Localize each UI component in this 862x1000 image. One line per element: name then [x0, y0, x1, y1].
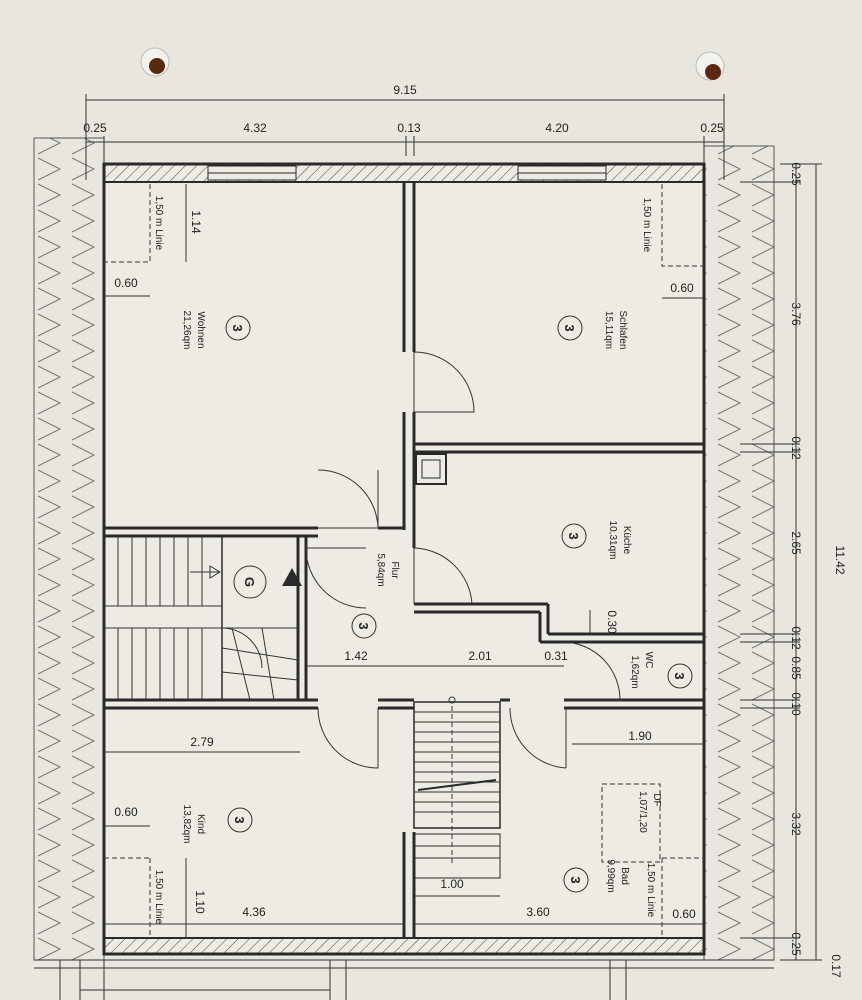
interior-walls — [104, 182, 704, 938]
roof-window-label: DF — [651, 793, 662, 806]
dim-kueche-off: 0.30 — [605, 610, 619, 634]
dim-flur-1: 1.42 — [344, 649, 368, 663]
dim-right-8: 0.25 — [789, 932, 803, 956]
dim-right-7: 3.32 — [789, 812, 803, 836]
dim-top-mid-wall: 0.13 — [397, 121, 421, 135]
dim-right-4: 0.12 — [789, 626, 803, 650]
roof-window-size: 1,07/1,20 — [637, 791, 648, 833]
dim-top-left-room: 4.32 — [243, 121, 267, 135]
dim-top-right-margin: 0.25 — [700, 121, 724, 135]
marker-wc: 3 — [672, 672, 687, 679]
schlafen-area: 15,11qm — [603, 311, 614, 349]
kind-name: Kind — [195, 814, 206, 834]
roof-window-box — [601, 783, 661, 863]
flur-name: Flur — [389, 561, 400, 579]
bottom-partial-plan — [34, 959, 774, 1000]
dim-wohnen-off: 0.60 — [114, 276, 138, 290]
chimney — [415, 453, 447, 485]
bad-name: Bad — [619, 867, 630, 885]
roof-slope-left — [33, 137, 105, 961]
dim-right-2: 0.12 — [789, 436, 803, 460]
dim-bottom-left: 4.36 — [242, 905, 266, 919]
wohnen-name: Wohnen — [195, 311, 206, 348]
staircase-left — [103, 535, 299, 701]
dim-right-1: 3.76 — [789, 302, 803, 326]
marker-kind: 3 — [232, 816, 247, 823]
wc-area: 1,62qm — [629, 655, 640, 688]
dim-right-9: 0.17 — [829, 954, 843, 978]
kind-line-label: 1,50 m Linie — [153, 870, 164, 925]
dim-bad-w: 1.90 — [628, 729, 652, 743]
dim-right-0: 0.25 — [789, 162, 803, 186]
dim-flur-2: 2.01 — [468, 649, 492, 663]
dim-top-left-margin: 0.25 — [83, 121, 107, 135]
wohnen-area: 21,26qm — [181, 311, 192, 350]
bad-line-label: 1,50 m Linie — [645, 863, 656, 918]
flur-area: 5,84qm — [375, 553, 386, 586]
wc-name: WC — [643, 652, 654, 669]
dim-bottom-right: 3.60 — [526, 905, 550, 919]
dim-top-right-room: 4.20 — [545, 121, 569, 135]
schlafen-name: Schlafen — [617, 311, 628, 350]
marker-flur: 3 — [356, 622, 371, 629]
bad-area: 9,99qm — [605, 859, 616, 892]
marker-stair: G — [242, 577, 257, 587]
dim-right-6: 0.10 — [789, 692, 803, 716]
dim-right-total: 11.42 — [833, 545, 847, 574]
doors — [305, 351, 621, 769]
kueche-area: 10,31qm — [607, 521, 618, 560]
dim-kind-h: 1.10 — [193, 890, 207, 914]
dim-top-total: 9.15 — [393, 83, 417, 97]
clearance-lines — [104, 184, 704, 938]
kueche-name: Küche — [621, 526, 632, 555]
dimension-lines — [85, 94, 822, 961]
schlafen-line-label: 1,50 m Linie — [641, 198, 652, 253]
dim-schlafen-off: 0.60 — [670, 281, 694, 295]
marker-kueche: 3 — [566, 532, 581, 539]
dim-bad-off: 0.60 — [672, 907, 696, 921]
wohnen-line-label: 1,50 m Linie — [153, 196, 164, 251]
marker-schlafen: 3 — [562, 324, 577, 331]
roof-slope-right — [703, 145, 775, 961]
staircase-center — [413, 696, 501, 879]
dim-right-5: 0.85 — [789, 656, 803, 680]
dim-stair: 1.00 — [440, 877, 464, 891]
marker-bad: 3 — [568, 876, 583, 883]
dim-kind-off: 0.60 — [114, 805, 138, 819]
dim-wohnen-h: 1.14 — [189, 210, 203, 234]
marker-wohnen: 3 — [230, 324, 245, 331]
room-markers — [225, 315, 693, 893]
kind-area: 13,82qm — [181, 805, 192, 844]
dim-right-3: 2.65 — [789, 531, 803, 555]
north-arrow-icon — [282, 568, 302, 586]
dim-kind-w: 2.79 — [190, 735, 214, 749]
dim-flur-3: 0.31 — [544, 649, 568, 663]
